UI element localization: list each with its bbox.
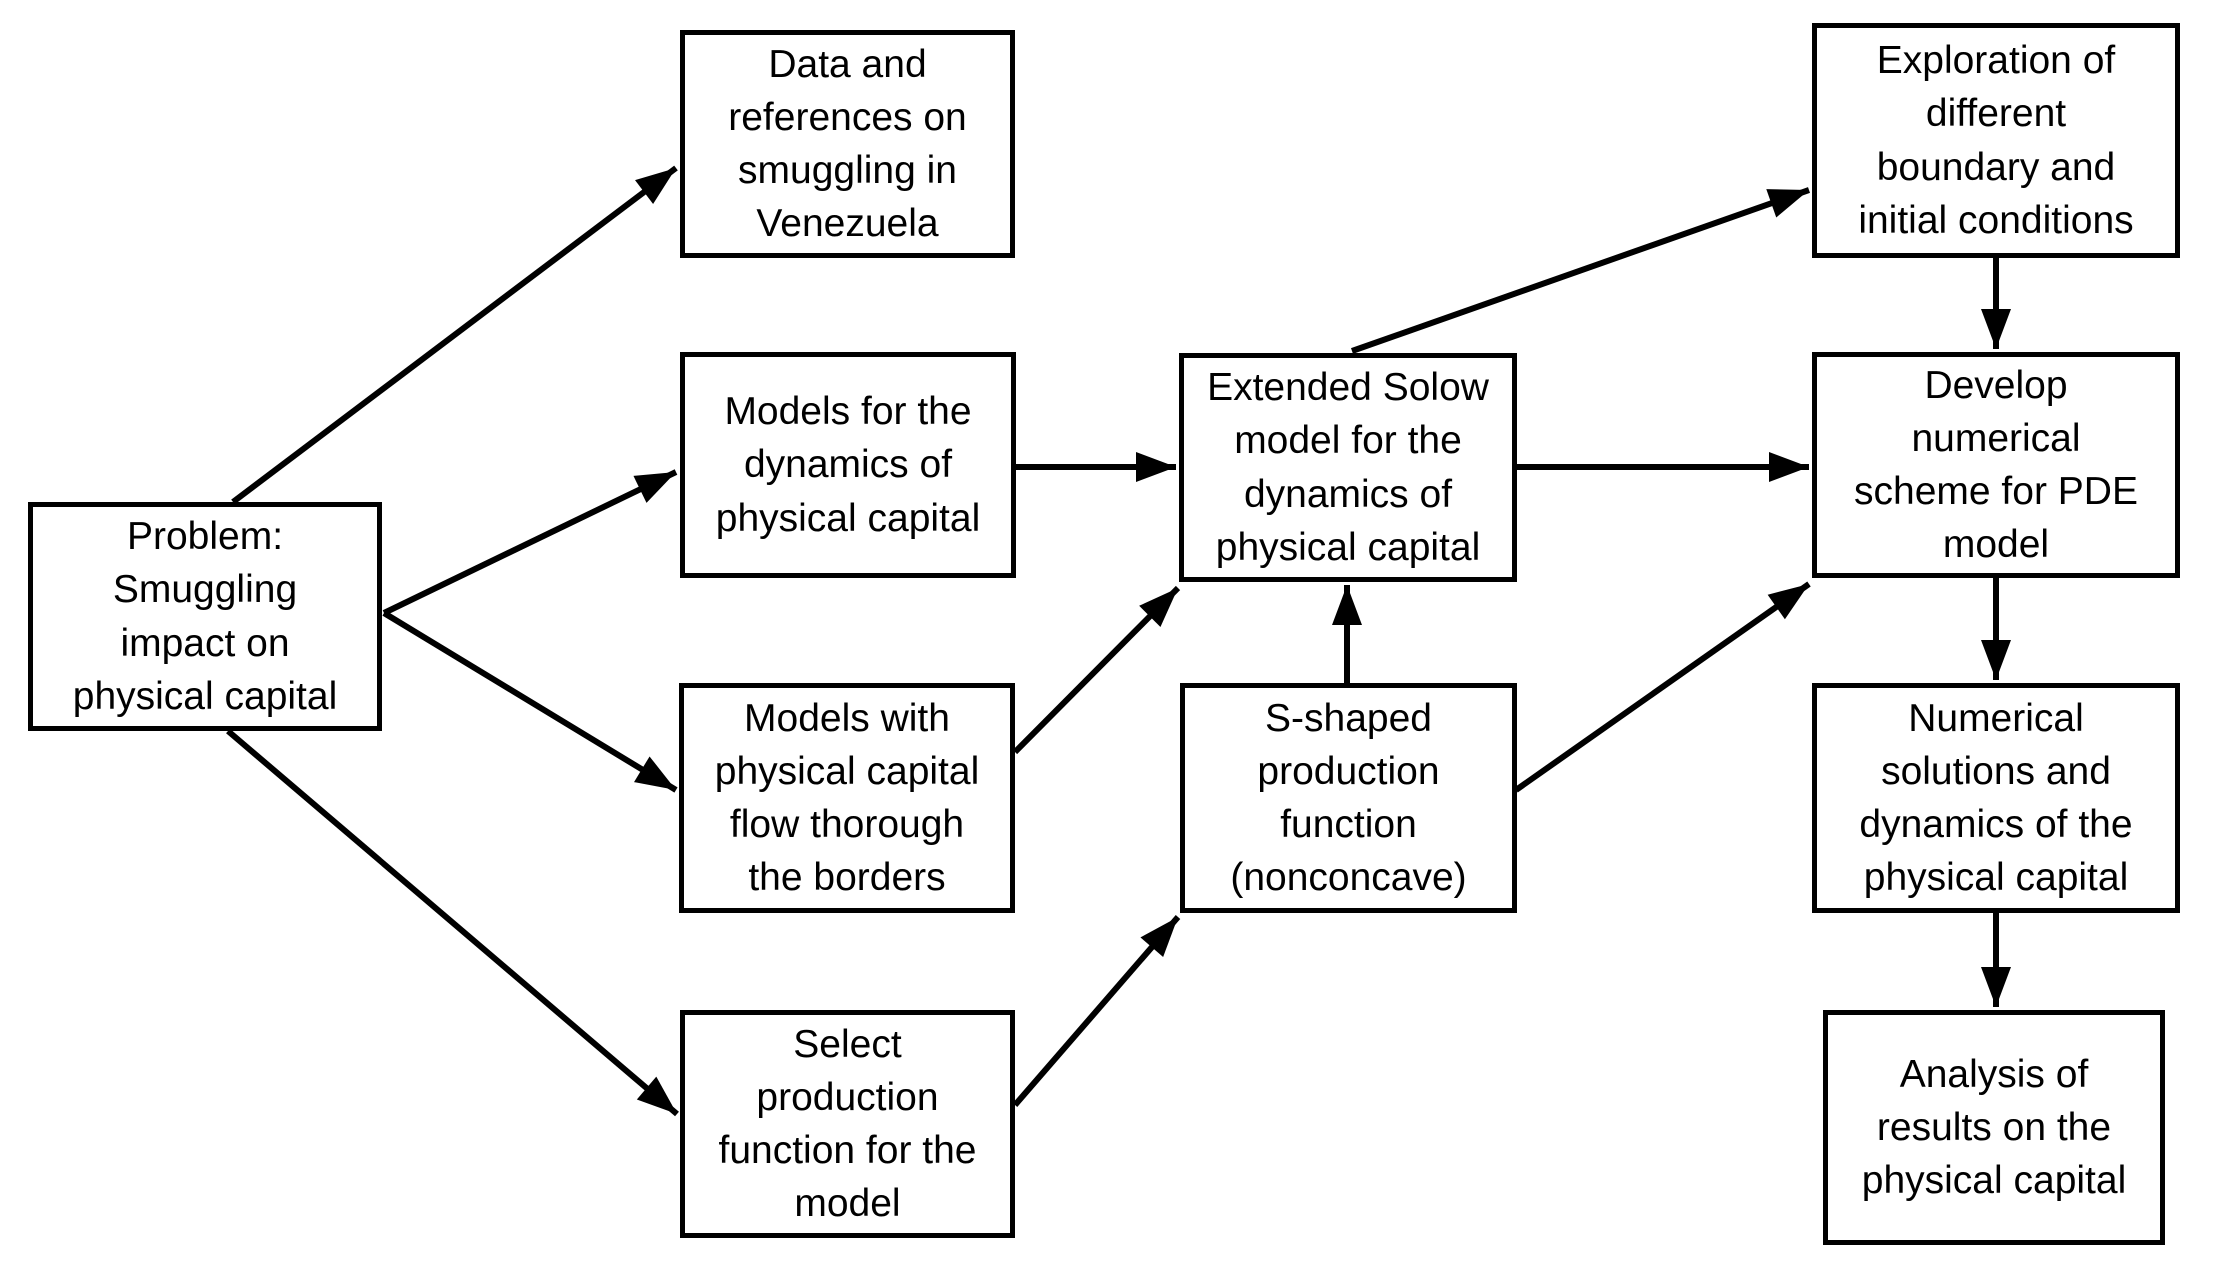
- node-s-shaped: S-shaped production function (nonconcave…: [1180, 683, 1517, 913]
- node-label-numerical-solutions: Numerical solutions and dynamics of the …: [1859, 696, 2133, 900]
- node-label-data-references: Data and references on smuggling in Vene…: [728, 42, 967, 246]
- arrow-problem-to-select-production: [226, 728, 679, 1117]
- arrow-s-shaped-to-develop-scheme: [1514, 581, 1811, 793]
- node-analysis: Analysis of results on the physical capi…: [1823, 1010, 2165, 1245]
- arrow-extended-solow-to-exploration: [1351, 187, 1810, 354]
- node-select-production: Select production function for the model: [680, 1010, 1015, 1238]
- node-develop-scheme: Develop numerical scheme for PDE model: [1812, 352, 2180, 578]
- node-problem: Problem: Smuggling impact on physical ca…: [28, 502, 382, 731]
- node-label-s-shaped: S-shaped production function (nonconcave…: [1230, 696, 1467, 900]
- node-label-analysis: Analysis of results on the physical capi…: [1861, 1052, 2127, 1203]
- node-data-references: Data and references on smuggling in Vene…: [680, 30, 1015, 258]
- arrow-problem-to-models-flow: [382, 610, 678, 793]
- node-label-exploration: Exploration of different boundary and in…: [1858, 39, 2134, 242]
- arrow-problem-to-data-references: [231, 165, 678, 505]
- node-label-select-production: Select production function for the model: [718, 1022, 977, 1226]
- node-extended-solow: Extended Solow model for the dynamics of…: [1179, 353, 1517, 582]
- node-models-dynamics: Models for the dynamics of physical capi…: [680, 352, 1016, 578]
- node-label-models-flow: Models with physical capital flow thorou…: [714, 696, 980, 900]
- arrow-problem-to-models-dynamics: [382, 469, 678, 616]
- arrow-models-flow-to-extended-solow: [1012, 585, 1181, 755]
- node-models-flow: Models with physical capital flow thorou…: [679, 683, 1015, 913]
- node-label-develop-scheme: Develop numerical scheme for PDE model: [1854, 363, 2138, 567]
- node-numerical-solutions: Numerical solutions and dynamics of the …: [1812, 683, 2180, 913]
- node-label-extended-solow: Extended Solow model for the dynamics of…: [1207, 366, 1489, 569]
- node-exploration: Exploration of different boundary and in…: [1812, 23, 2180, 258]
- node-label-models-dynamics: Models for the dynamics of physical capi…: [715, 390, 981, 540]
- node-label-problem: Problem: Smuggling impact on physical ca…: [72, 515, 338, 718]
- arrow-select-production-to-s-shaped: [1012, 915, 1181, 1107]
